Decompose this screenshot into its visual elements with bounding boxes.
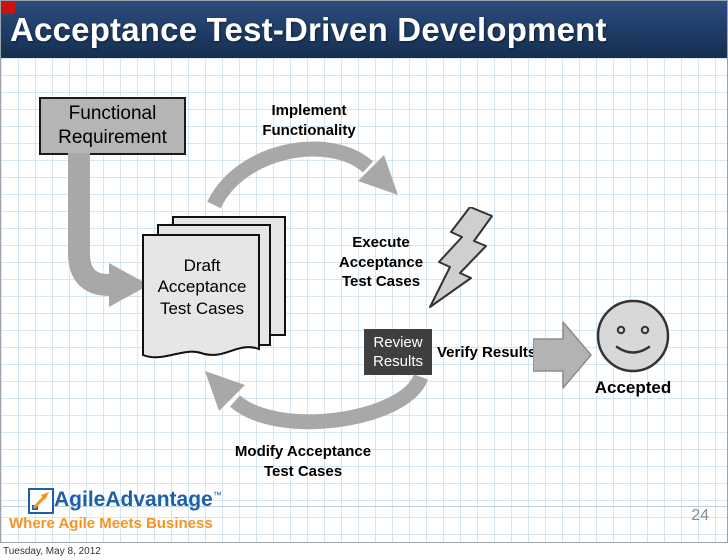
date-footer: Tuesday, May 8, 2012 bbox=[3, 546, 101, 557]
lightning-bolt-icon bbox=[429, 207, 493, 308]
accepted-label: Accepted bbox=[594, 378, 672, 397]
document-stack-icon bbox=[142, 216, 286, 359]
modify-acceptance-test-cases-label: Modify Acceptance Test Cases bbox=[234, 443, 372, 480]
slide: Acceptance Test-Driven Development Funct… bbox=[0, 0, 728, 543]
slide-title-bar: Acceptance Test-Driven Development bbox=[1, 1, 727, 58]
red-corner-accent bbox=[1, 1, 15, 14]
logo-tagline: Where Agile Meets Business bbox=[9, 515, 213, 532]
functional-requirement-label: Functional Requirement bbox=[58, 103, 167, 148]
smiley-face-icon bbox=[596, 299, 670, 373]
review-results-box: Review Results bbox=[364, 329, 432, 375]
agile-advantage-logo-icon bbox=[28, 488, 54, 514]
functional-requirement-box: Functional Requirement bbox=[39, 97, 186, 155]
trademark-symbol: ™ bbox=[212, 490, 222, 500]
page-number: 24 bbox=[691, 507, 709, 524]
review-results-label: Review Results bbox=[372, 333, 424, 371]
footer-divider bbox=[1, 506, 727, 507]
logo-brand-text: AgileAdvantage™ bbox=[54, 488, 222, 512]
brand-name: AgileAdvantage bbox=[54, 488, 213, 511]
diagram-area: Functional Requirement Implement Functio… bbox=[1, 58, 727, 542]
slide-title: Acceptance Test-Driven Development bbox=[10, 10, 607, 48]
block-arrow-right-icon bbox=[533, 321, 592, 389]
draft-acceptance-test-cases-label: Draft Acceptance Test Cases bbox=[157, 256, 247, 318]
elbow-arrow-down-right-icon bbox=[68, 153, 149, 307]
verify-results-label: Verify Results bbox=[437, 344, 537, 361]
implement-functionality-label: Implement Functionality bbox=[262, 102, 356, 139]
curved-arrow-bottom-icon bbox=[205, 371, 429, 430]
curved-arrow-top-icon bbox=[207, 141, 398, 209]
execute-acceptance-test-cases-label: Execute Acceptance Test Cases bbox=[338, 234, 424, 290]
